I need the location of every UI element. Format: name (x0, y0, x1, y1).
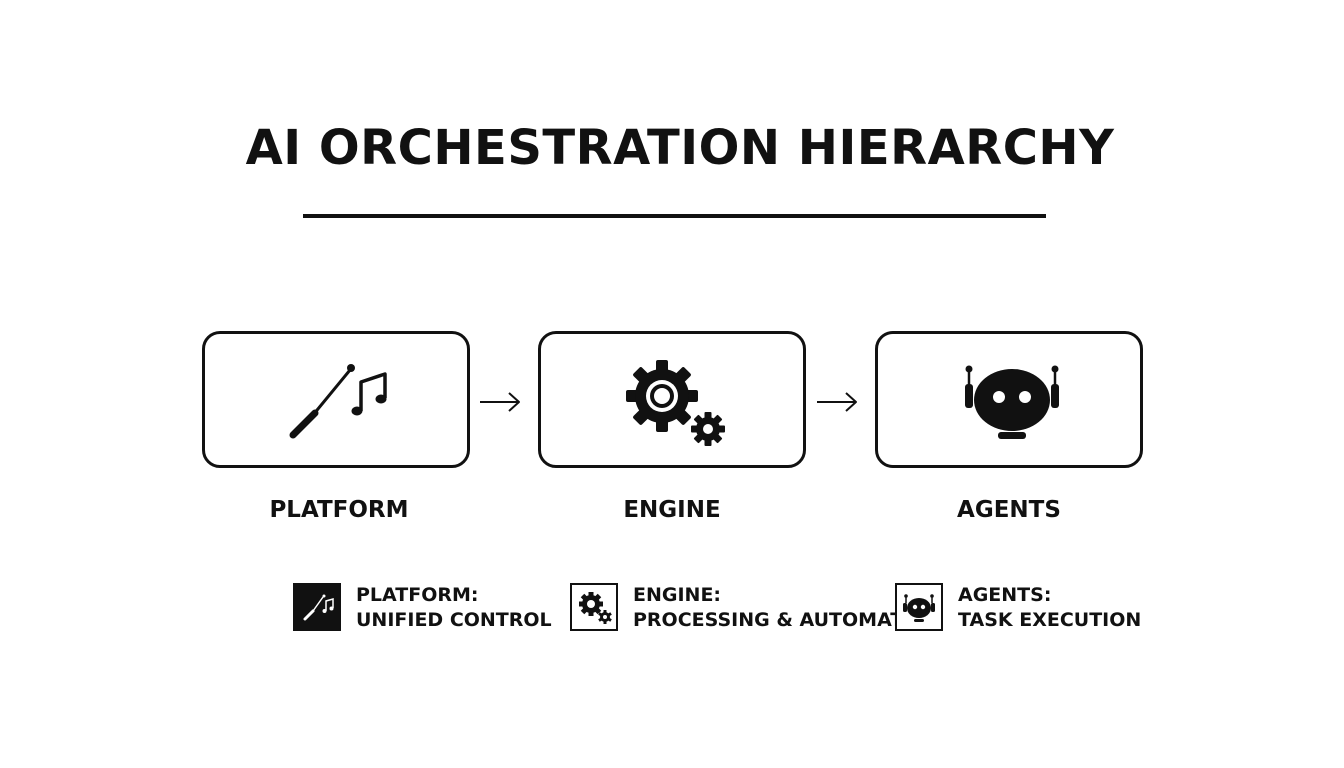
engine-label: ENGINE (623, 497, 721, 523)
robot-head-icon (903, 594, 935, 622)
legend-description-agents: TASK EXECUTION (958, 609, 1142, 631)
platform-label: PLATFORM (269, 497, 409, 523)
agents-label: AGENTS (957, 497, 1061, 523)
diagram-title: AI ORCHESTRATION HIERARCHY (245, 120, 1115, 176)
agents-node (875, 331, 1143, 468)
gears-icon (579, 592, 612, 624)
legend-heading-engine: ENGINE: (633, 584, 722, 606)
legend-swatch-platform (293, 583, 341, 631)
platform-node (202, 331, 470, 468)
conductor-baton-music-icon (289, 364, 387, 439)
gears-icon (626, 360, 725, 446)
legend-description-platform: UNIFIED CONTROL (356, 609, 552, 631)
title-underline (303, 214, 1046, 218)
robot-head-icon (965, 365, 1059, 439)
engine-node (538, 331, 806, 468)
legend-text-engine: ENGINE: PROCESSING & AUTOMATION (633, 583, 942, 633)
arrow-right-icon (480, 392, 520, 412)
legend-heading-platform: PLATFORM: (356, 584, 479, 606)
legend-text-platform: PLATFORM: UNIFIED CONTROL (356, 583, 552, 633)
conductor-baton-music-icon (303, 594, 334, 621)
legend-swatch-engine (570, 583, 618, 631)
legend-text-agents: AGENTS: TASK EXECUTION (958, 583, 1141, 633)
arrow-right-icon (817, 392, 857, 412)
legend-description-engine: PROCESSING & AUTOMATION (633, 609, 943, 631)
legend-swatch-agents (895, 583, 943, 631)
legend-heading-agents: AGENTS: (958, 584, 1052, 606)
